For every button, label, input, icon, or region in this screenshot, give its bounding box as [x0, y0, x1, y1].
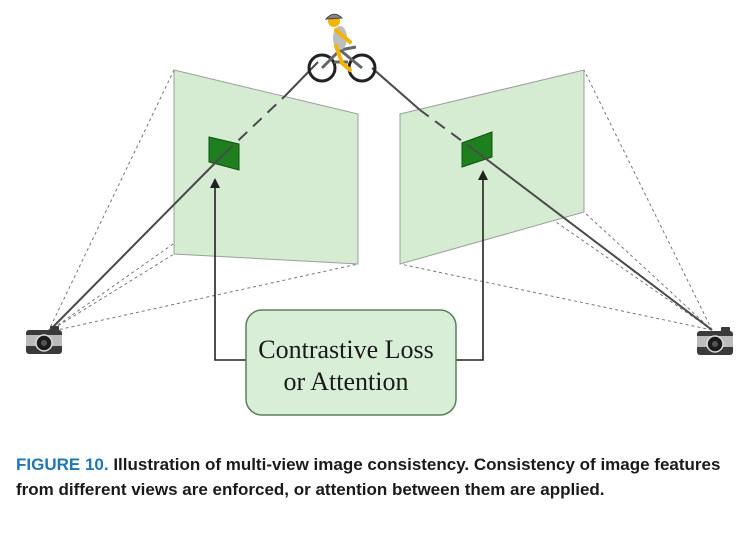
- right-ray: [371, 67, 713, 331]
- caption-text: Illustration of multi-view image consist…: [16, 455, 721, 499]
- box-line-2: or Attention: [283, 367, 409, 396]
- camera-icon: [697, 327, 733, 355]
- contrastive-loss-box: [245, 309, 457, 416]
- right-arrow: [456, 170, 488, 361]
- figure-caption: FIGURE 10. Illustration of multi-view im…: [16, 452, 731, 502]
- right-camera-frustum: [399, 69, 713, 331]
- contrastive-loss-label: Contrastive Loss or Attention: [246, 334, 446, 398]
- left-image-plane: [173, 69, 359, 265]
- figure-label: FIGURE 10.: [16, 455, 109, 474]
- right-image-plane: [399, 69, 585, 265]
- multi-view-diagram: [26, 13, 733, 416]
- camera-icon: [26, 326, 62, 354]
- left-ray: [47, 61, 319, 333]
- left-arrow: [210, 178, 246, 361]
- box-line-1: Contrastive Loss: [258, 335, 434, 364]
- cyclist-icon: [307, 13, 377, 83]
- left-camera-frustum: [47, 69, 359, 333]
